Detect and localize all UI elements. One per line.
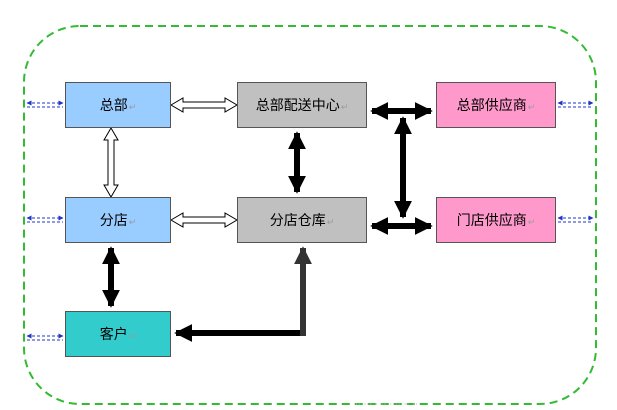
node-hq-supplier: 总部供应商↵ — [436, 82, 556, 128]
paragraph-mark: ↵ — [128, 103, 137, 113]
external-links — [26, 100, 594, 341]
external-link-hq-supplier — [557, 100, 594, 108]
node-store-supplier: 门店供应商↵ — [436, 197, 556, 243]
external-link-branch — [26, 215, 64, 223]
node-store-supplier-label: 门店供应商 — [456, 213, 527, 229]
paragraph-mark: ↵ — [527, 218, 536, 228]
node-hq: 总部↵ — [65, 82, 171, 128]
paragraph-mark: ↵ — [128, 218, 137, 228]
external-link-customer — [26, 333, 64, 341]
footer-note: ·· ··· · ·· ···· ·· ·· — [355, 400, 418, 410]
system-boundary — [23, 25, 597, 405]
node-hq-distribution-center: 总部配送中心↵ — [237, 82, 367, 128]
arrow-hq-to-hq-distribution-center — [170, 97, 238, 113]
node-hq-supplier-label: 总部供应商 — [456, 98, 527, 114]
paragraph-mark: ↵ — [527, 103, 536, 113]
node-branch-warehouse-label: 分店仓库 — [269, 213, 326, 229]
node-customer: 客户↵ — [65, 311, 171, 357]
paragraph-mark: ↵ — [340, 103, 349, 113]
node-branch-warehouse: 分店仓库↵ — [237, 197, 367, 243]
arrow-branch-to-branch-warehouse — [170, 212, 238, 228]
node-hq-distribution-center-label: 总部配送中心 — [255, 98, 340, 114]
paragraph-mark: ↵ — [326, 218, 335, 228]
paragraph-mark: ↵ — [128, 332, 137, 342]
node-branch: 分店↵ — [65, 197, 171, 243]
external-link-store-supplier — [557, 215, 594, 223]
arrow-hq-to-branch — [103, 127, 119, 198]
node-hq-label: 总部 — [99, 98, 128, 114]
node-branch-label: 分店 — [99, 213, 128, 229]
node-customer-label: 客户 — [99, 327, 128, 343]
external-link-hq — [26, 100, 64, 108]
arrow-branch-warehouse-to-customer — [174, 246, 312, 342]
solid-arrows — [102, 102, 433, 308]
